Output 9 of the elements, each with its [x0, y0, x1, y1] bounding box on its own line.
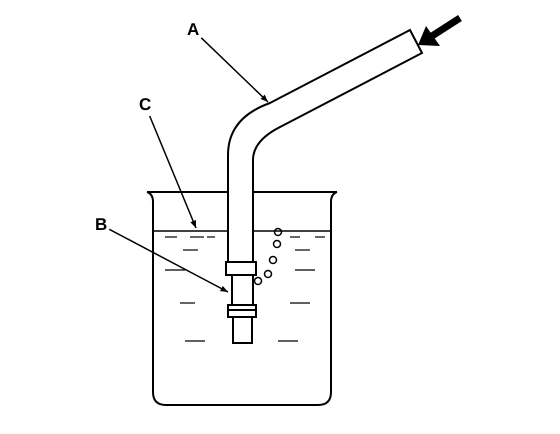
callout-letter: A	[187, 21, 200, 39]
valve-drawing	[227, 274, 257, 344]
callout-letter: C	[139, 96, 152, 114]
leader-line	[149, 116, 197, 228]
water-drawing	[153, 228, 331, 344]
leader-line	[200, 37, 269, 103]
leader-line	[108, 228, 228, 293]
tube-drawing	[225, 29, 423, 276]
callout-letter: B	[95, 216, 108, 234]
